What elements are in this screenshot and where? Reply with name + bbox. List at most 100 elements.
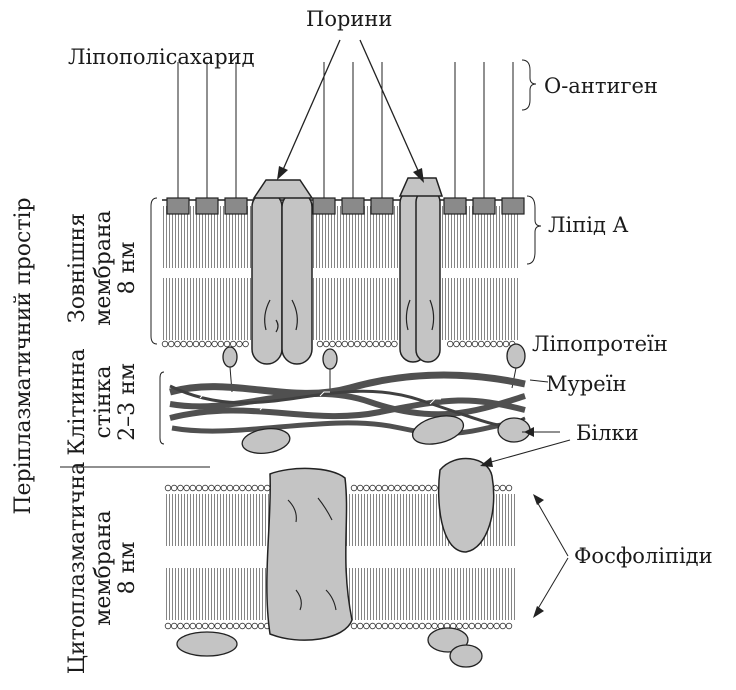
lipid-head: [395, 485, 401, 491]
lipid-head: [209, 623, 215, 629]
lipid-head: [243, 341, 249, 347]
lipid-a-block: [371, 198, 393, 214]
lipid-head: [469, 623, 475, 629]
lipid-head: [370, 485, 376, 491]
lipid-head: [165, 623, 171, 629]
lipid-head: [426, 485, 432, 491]
lipid-head: [478, 341, 484, 347]
lipid-head: [401, 485, 407, 491]
lipid-head: [500, 485, 506, 491]
outer-membrane: [162, 200, 520, 347]
periplasmic-space-label: Періплазматичний простір: [11, 197, 36, 514]
lipid-head: [407, 623, 413, 629]
lipid-head: [206, 341, 212, 347]
lipid-head: [506, 623, 512, 629]
lipoprotein-label: Ліпопротеїн: [532, 332, 668, 356]
lipid-head: [336, 341, 342, 347]
lipid-head: [460, 341, 466, 347]
lipid-head: [364, 623, 370, 629]
lipid-head: [407, 485, 413, 491]
lipid-head: [196, 623, 202, 629]
lipid-head: [202, 485, 208, 491]
lipid-a-block: [342, 198, 364, 214]
lipid-head: [237, 341, 243, 347]
o-antigen-label: О-антиген: [544, 74, 658, 98]
lipid-head: [364, 485, 370, 491]
lipid-head: [202, 623, 208, 629]
lipid-head: [454, 341, 460, 347]
transmembrane-protein: [267, 468, 352, 640]
lipid-head: [351, 485, 357, 491]
proteins-label: Білки: [576, 421, 639, 445]
lipopolysaccharide-label: Ліпополісахарид: [68, 45, 255, 69]
lipid-head: [370, 623, 376, 629]
porin-right: [400, 178, 442, 362]
lipid-head: [246, 485, 252, 491]
lipid-a-block: [473, 198, 495, 214]
lipid-head: [367, 341, 373, 347]
porins-label: Порини: [306, 7, 392, 31]
lipid-head: [184, 623, 190, 629]
lipid-head: [171, 485, 177, 491]
lipid-head: [382, 623, 388, 629]
lipid-head: [494, 485, 500, 491]
lipid-head: [376, 623, 382, 629]
lipid-head: [258, 623, 264, 629]
lipid-head: [376, 485, 382, 491]
lipid-head: [351, 623, 357, 629]
lipid-head: [357, 485, 363, 491]
cytoplasmic-membrane-label-line3: 8 нм: [115, 542, 140, 595]
lipid-head: [212, 341, 218, 347]
murein-label: Муреїн: [546, 372, 626, 396]
lipid-a-block: [225, 198, 247, 214]
outer-membrane-label-line1: Зовнішня: [65, 213, 90, 323]
lipid-head: [252, 485, 258, 491]
lipid-head: [330, 341, 336, 347]
lipid-head: [432, 485, 438, 491]
lipid-head: [178, 623, 184, 629]
lipid-head: [497, 341, 503, 347]
lipid-head: [175, 341, 181, 347]
lipid-head: [218, 341, 224, 347]
porin-left: [252, 180, 312, 364]
lipid-head: [168, 341, 174, 347]
outer-membrane-label-line3: 8 нм: [115, 242, 140, 295]
lipid-head: [323, 341, 329, 347]
lipid-head: [388, 623, 394, 629]
lipid-head: [233, 485, 239, 491]
lipid-head: [196, 485, 202, 491]
lipid-head: [457, 623, 463, 629]
lipid-head: [357, 623, 363, 629]
lipid-head: [240, 623, 246, 629]
lipid-head: [463, 623, 469, 629]
cell-wall-label-line3: 2–3 нм: [115, 363, 140, 441]
lipid-head: [419, 623, 425, 629]
lipopolysaccharide-chains: [178, 62, 513, 198]
lipid-head: [227, 623, 233, 629]
lipid-a-block: [167, 198, 189, 214]
lipid-head: [181, 341, 187, 347]
lipid-head: [475, 623, 481, 629]
lipid-head: [432, 623, 438, 629]
lipid-a-block: [502, 198, 524, 214]
lipid-head: [215, 485, 221, 491]
cytoplasmic-membrane-label-line2: мембрана: [91, 510, 116, 625]
cell-wall-label-line1: Клітинна: [65, 348, 90, 455]
lipid-head: [413, 485, 419, 491]
lipid-head: [491, 341, 497, 347]
lipid-head: [354, 341, 360, 347]
lipid-head: [317, 341, 323, 347]
lipid-head: [419, 485, 425, 491]
lipid-a-block: [196, 198, 218, 214]
porin-arrows: [277, 40, 424, 183]
lipid-a-label: Ліпід А: [548, 213, 629, 237]
lipid-head: [233, 623, 239, 629]
lipid-head: [258, 485, 264, 491]
lipid-head: [506, 485, 512, 491]
phospholipids-label: Фосфоліпіди: [574, 544, 713, 568]
outer-membrane-bottom-heads: [162, 341, 515, 347]
lipid-head: [488, 623, 494, 629]
outer-membrane-label-line2: мембрана: [91, 210, 116, 325]
lipid-head: [199, 341, 205, 347]
